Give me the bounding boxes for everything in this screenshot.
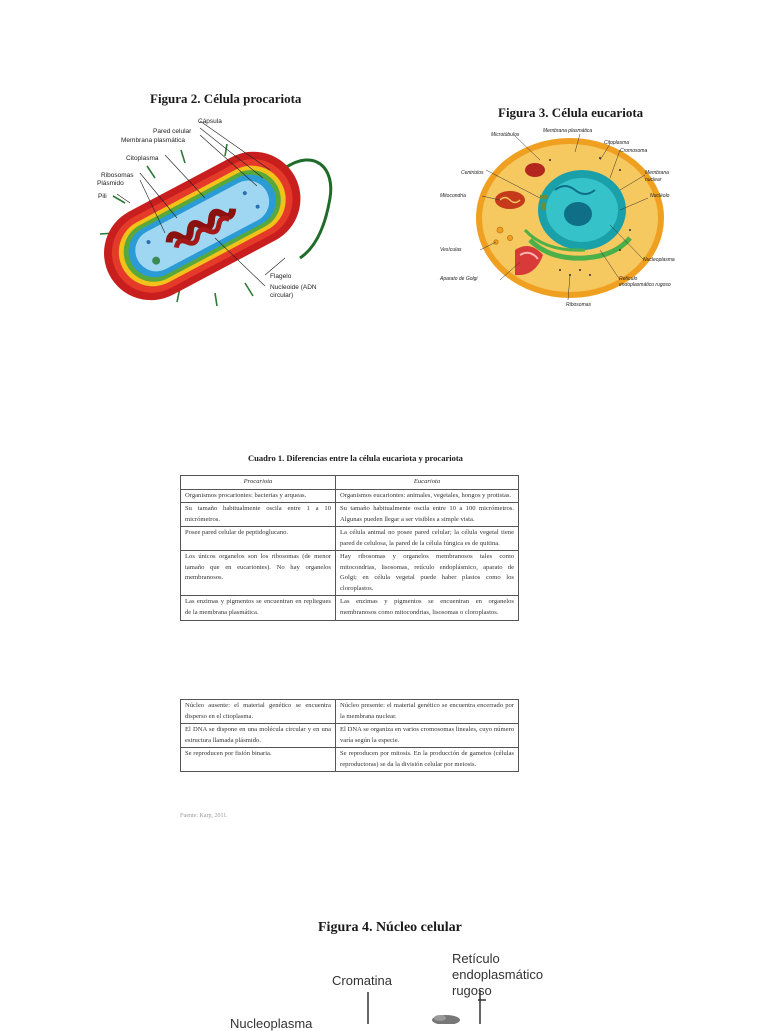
table-row: Núcleo ausente: el material genético se … [180,698,519,725]
label-rough-er-line2: endoplasmático rugoso [619,282,671,288]
table-cell: Núcleo ausente: el material genético se … [180,698,336,725]
label-nucleoid-line2: circular) [270,292,294,299]
eukaryotic-cell-illustration [476,133,664,301]
label-chromatin: Cromatina [332,973,392,988]
comparison-table-part2: Núcleo ausente: el material genético se … [180,698,519,773]
comparison-table-part1: Procariota Eucariota Organismos procario… [180,475,519,621]
label-nuclear-membrane-line2: nuclear [645,177,662,183]
table-row: Los únicos organelos son los ribosomas (… [180,550,519,597]
table-cell: Posee pared celular de peptidoglucano. [180,526,336,552]
label-mitochondria: Mitocondria [440,193,466,199]
label-euk-cytoplasm: Citoplasma [604,140,630,146]
table-cell: Las enzimas y pigmentos se encuentran en… [180,595,336,621]
label-chromosome: Cromosoma [620,148,648,154]
label-rer-line2: endoplasmático [452,967,544,982]
label-cell-wall: Pared celular [153,128,192,135]
table-row: Las enzimas y pigmentos se encuentran en… [180,595,519,621]
table-source: Fuente: Karp, 2011. [180,813,228,819]
table-row: Su tamaño habitualmente oscila entre 1 a… [180,502,519,528]
label-euk-ribosomes: Ribosomas [566,302,592,308]
table-cell: El DNA se organiza en varios cromosomas … [335,723,519,749]
label-ribosomes: Ribosomas [101,172,134,179]
label-rer-line1: Retículo [452,951,500,966]
label-vesicles: Vesículas [440,247,462,253]
figure2-title: Figura 2. Célula procariota [150,91,302,106]
table-cell: Se reproducen por mitosis. En la producc… [335,747,519,773]
table-row: Posee pared celular de peptidoglucano. L… [180,526,519,552]
table-cell: Hay ribosomas y organelos membranosos ta… [335,550,519,597]
table-row: Se reproducen por fisión binaria. Se rep… [180,747,519,773]
label-capsule: Cápsula [198,118,222,125]
nucleus-illustration-partial [367,990,486,1024]
label-cytoplasm: Citoplasma [126,155,159,162]
label-rer-line3: rugoso [452,983,492,998]
label-nucleolus: Nucléolo [650,193,670,199]
table-cell: Organismos procariontes: bacterias y arq… [180,488,336,504]
table-cell: Las enzimas y pigmentos se encuentran en… [335,595,519,621]
table-cell: La célula animal no posee pared celular;… [335,526,519,552]
label-pili: Pili [98,193,107,200]
table-cell: Núcleo presente: el material genético se… [335,698,519,725]
table-cell: Su tamaño habitualmente oscila entre 1 a… [180,502,336,528]
table-cell: Se reproducen por fisión binaria. [180,747,336,773]
table-cell: Su tamaño habitualmente oscila entre 10 … [335,502,519,528]
column-header-eukaryote: Eucariota [335,475,519,490]
prokaryotic-cell-illustration [99,120,333,307]
table-row: El DNA se dispone en una molécula circul… [180,723,519,749]
label-nucleoplasm: Nucleoplasma [643,257,675,263]
table-cell: Organismos eucariontes: animales, vegeta… [335,488,519,504]
label-plasma-membrane: Membrana plasmática [121,137,185,144]
label-centrioles: Centriolos [461,170,484,176]
table-cell: El DNA se dispone en una molécula circul… [180,723,336,749]
column-header-prokaryote: Procariota [180,475,336,490]
table-title: Cuadro 1. Diferencias entre la célula eu… [248,453,463,463]
label-microtubules: Microtúbulos [491,132,520,138]
table-row: Organismos procariontes: bacterias y arq… [180,488,519,504]
label-flagellum: Flagelo [270,273,292,280]
label-nuclear-membrane-line1: Membrana [645,170,669,176]
figure4-title: Figura 4. Núcleo celular [318,920,462,935]
label-rough-er-line1: Retículo [619,276,638,282]
table-cell: Los únicos organelos son los ribosomas (… [180,550,336,597]
label-plasmid: Plásmido [97,180,124,187]
label-golgi: Aparato de Golgi [440,276,478,282]
label-nucleoid-line1: Nucleoide (ADN [270,284,317,291]
figure3-title: Figura 3. Célula eucariota [498,105,644,120]
label-euk-plasma-membrane: Membrana plasmática [543,128,593,134]
